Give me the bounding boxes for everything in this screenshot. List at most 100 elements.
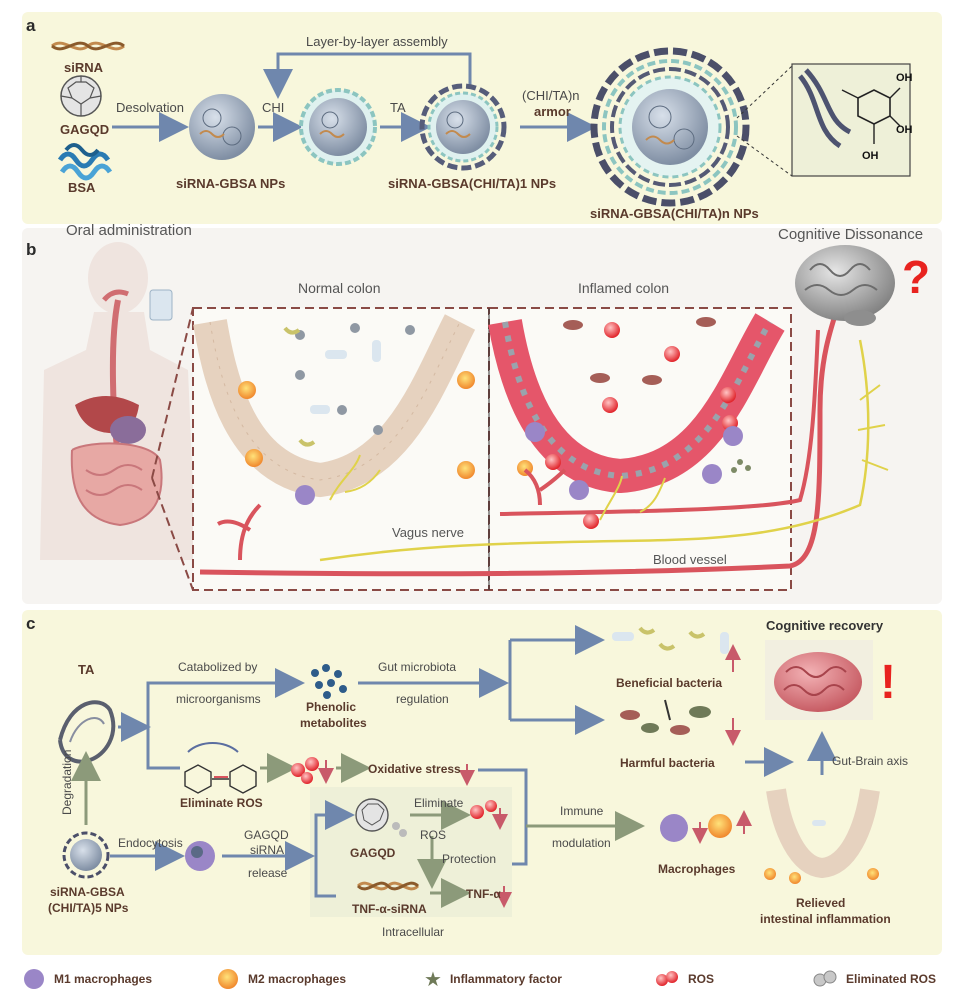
brain-grey-icon xyxy=(795,245,895,326)
eliminate-label-c1: Eliminate xyxy=(414,796,464,810)
legend-m1-label: M1 macrophages xyxy=(54,972,153,986)
legend-elim-label: Eliminated ROS xyxy=(846,972,937,986)
relieved-intestine-icon xyxy=(764,788,880,884)
np3-label: siRNA-GBSA(CHI/TA)n NPs xyxy=(590,206,759,221)
ros-cluster-icon-2 xyxy=(470,800,497,819)
legend-m1: M1 macrophages xyxy=(22,963,152,995)
protection-label: Protection xyxy=(442,852,497,866)
panel-a-label: a xyxy=(26,16,36,35)
eliminate-ros-molecule xyxy=(184,742,257,794)
question-mark: ? xyxy=(902,251,931,303)
sirna-dna-icon xyxy=(51,41,125,51)
sirna-gbsa-np-label-2: (CHI/TA)5 NPs xyxy=(48,901,129,915)
macrophages-icon xyxy=(660,814,732,842)
eliminate-ros-label: Eliminate ROS xyxy=(180,796,263,810)
np1-label: siRNA-GBSA NPs xyxy=(176,176,286,191)
panel-b-graphics xyxy=(40,242,895,591)
legend-inflam-label: Inflammatory factor xyxy=(449,972,562,986)
endocytosis-label: Endocytosis xyxy=(118,836,183,850)
oh-label-1: OH xyxy=(896,72,913,84)
gut-brain-axis-label: Gut-Brain axis xyxy=(832,754,909,768)
tnf-sirna-dna-icon xyxy=(356,881,420,891)
np2-label: siRNA-GBSA(CHI/TA)1 NPs xyxy=(388,176,557,191)
eliminate-label-c2: ROS xyxy=(420,828,447,842)
release-label-2: siRNA xyxy=(250,843,285,857)
legend-ros-label: ROS xyxy=(688,972,715,986)
release-label-3: release xyxy=(248,866,288,880)
oh-label-2: OH xyxy=(896,124,913,136)
cognitive-dissonance-label: Cognitive Dissonance xyxy=(778,226,924,243)
nanoparticle-chi-ta-coated xyxy=(419,83,507,171)
normal-colon-contents xyxy=(238,323,475,505)
panel-c-label: c xyxy=(26,614,36,633)
phenolic-label-2: metabolites xyxy=(300,716,367,730)
normal-colon-label: Normal colon xyxy=(298,280,381,296)
relieved-label-1: Relieved xyxy=(796,896,846,910)
sirna-label: siRNA xyxy=(64,60,104,75)
tannic-acid-structure xyxy=(791,63,911,177)
gagqd-label-c: GAGQD xyxy=(350,846,396,860)
desolvation-label: Desolvation xyxy=(116,100,184,115)
layer-by-layer-label: Layer-by-layer assembly xyxy=(306,34,448,49)
gut-microbiota-label-1: Gut microbiota xyxy=(378,660,457,674)
oral-administration-label: Oral administration xyxy=(66,222,192,239)
m2-macrophage-legend-icon xyxy=(218,969,238,989)
nanoparticle-chi-coated xyxy=(299,88,377,166)
exclamation-mark: ! xyxy=(880,656,896,709)
ros-cluster-icon xyxy=(291,757,319,784)
eliminated-ros-legend-icon xyxy=(813,970,837,987)
armor-layers-label: (CHI/TA)n xyxy=(522,88,580,103)
immune-label-2: modulation xyxy=(552,836,611,850)
nanoparticle-armored xyxy=(590,47,750,207)
gagqd-icon xyxy=(355,798,389,832)
phenolic-metabolites-icon xyxy=(311,664,347,699)
legend-m2-label: M2 macrophages xyxy=(248,972,347,986)
inflamed-colon-contents xyxy=(517,317,751,529)
ros-legend-icon xyxy=(656,971,678,986)
eliminated-ros-grey-icon xyxy=(392,822,407,837)
sirna-gbsa-np-icon xyxy=(62,831,110,879)
brain-pink-icon xyxy=(774,652,862,712)
beneficial-bacteria-label: Beneficial bacteria xyxy=(616,676,723,690)
cognitive-recovery-label: Cognitive recovery xyxy=(766,618,884,633)
harmful-bacteria-icon xyxy=(620,699,711,735)
legend-elim: Eliminated ROS xyxy=(812,963,936,995)
panel-b-label: b xyxy=(26,240,37,259)
blood-vessel xyxy=(199,299,843,577)
sirna-gbsa-np-label-1: siRNA-GBSA xyxy=(50,885,125,899)
bsa-label: BSA xyxy=(68,180,96,195)
panel-a-graphics xyxy=(51,41,911,207)
gagqd-fullerene-icon xyxy=(60,75,102,117)
legend-ros: ROS xyxy=(654,963,714,995)
blood-vessel-label: Blood vessel xyxy=(653,552,727,567)
phenolic-label-1: Phenolic xyxy=(306,700,357,714)
ta-label: TA xyxy=(390,100,406,115)
harmful-bacteria-label: Harmful bacteria xyxy=(620,756,715,770)
oh-label-3: OH xyxy=(862,150,879,162)
bsa-protein-icon xyxy=(57,143,113,181)
human-body-figure xyxy=(40,242,196,560)
degradation-label: Degradation xyxy=(60,749,74,815)
ta-c-label: TA xyxy=(78,662,95,677)
gut-microbiota-label-2: regulation xyxy=(396,692,449,706)
panel-c-graphics xyxy=(58,626,880,917)
oxidative-stress-label: Oxidative stress xyxy=(368,762,461,776)
catabolized-label-2: microorganisms xyxy=(176,692,261,706)
m1-macrophage-icon xyxy=(185,841,215,871)
m1-macrophage-legend-icon xyxy=(24,969,44,989)
vagus-nerve xyxy=(319,339,870,562)
beneficial-bacteria-icon xyxy=(612,626,729,654)
legend-m2: M2 macrophages xyxy=(216,963,346,995)
immune-label-1: Immune xyxy=(560,804,604,818)
nanoparticle-plain xyxy=(189,94,255,160)
relieved-label-2: intestinal inflammation xyxy=(760,912,891,926)
intracellular-label: Intracellular xyxy=(382,925,445,939)
armor-label: armor xyxy=(534,104,571,119)
catabolized-label-1: Catabolized by xyxy=(178,660,258,674)
inflamed-colon-label: Inflamed colon xyxy=(578,280,670,296)
chi-label: CHI xyxy=(262,100,285,115)
gagqd-label: GAGQD xyxy=(60,122,110,137)
release-label-1: GAGQD xyxy=(244,828,289,842)
tnf-sirna-label: TNF-α-siRNA xyxy=(352,902,427,916)
